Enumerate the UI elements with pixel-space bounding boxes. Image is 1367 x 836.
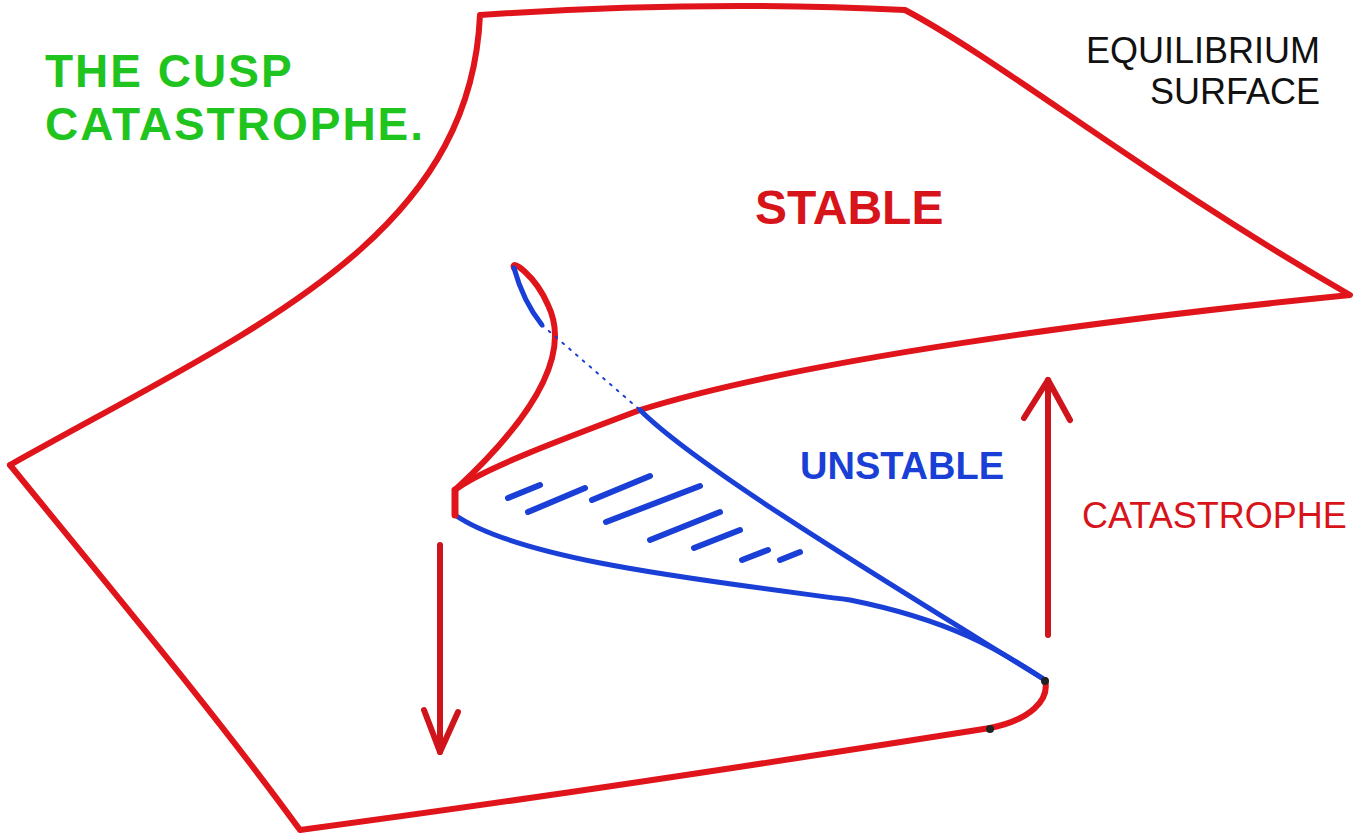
surface-edge — [10, 6, 1350, 490]
unstable-edge — [640, 410, 1045, 680]
down-arrow — [424, 545, 458, 752]
unstable-label: UNSTABLE — [800, 445, 1004, 489]
unstable-edge — [455, 515, 1045, 680]
ink-dot — [986, 725, 994, 733]
hidden-fold-line — [542, 325, 640, 410]
stable-label: STABLE — [755, 180, 1075, 235]
ink-dot — [1041, 677, 1049, 685]
surface-edge — [10, 465, 1046, 830]
fold-edge — [452, 490, 459, 515]
fold-curl — [455, 265, 555, 490]
catastrophe-label: CATASTROPHE — [1082, 495, 1347, 536]
surface-label: EQUILIBRIUM SURFACE — [960, 30, 1320, 113]
diagram-title: THE CUSP CATASTROPHE. — [45, 45, 485, 151]
unstable-hatching — [508, 476, 800, 560]
up-arrow — [1024, 380, 1070, 635]
fold-curl-hidden — [514, 268, 542, 325]
